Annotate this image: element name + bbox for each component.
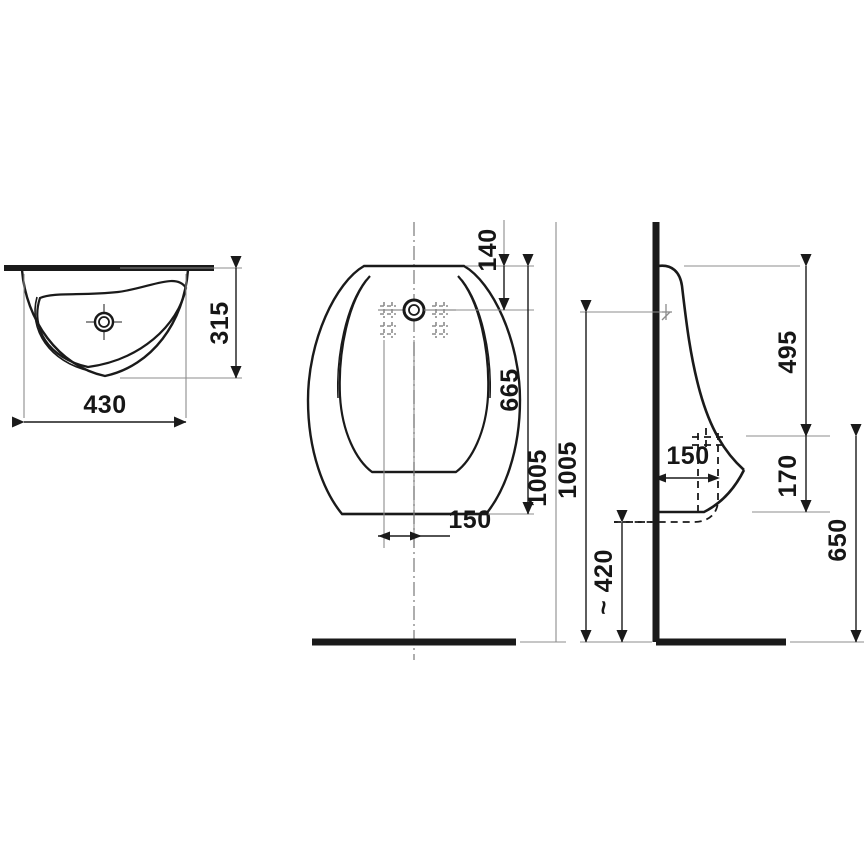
side-dim-label-495: 495 [774, 330, 802, 373]
side-dim-arrow-150-left [654, 473, 666, 483]
front-dim-label-1005: 1005 [524, 449, 552, 507]
plan-dim-label-315: 315 [206, 301, 234, 344]
front-dim-label-665: 665 [496, 368, 524, 411]
front-dim-label-140: 140 [474, 228, 502, 271]
plan-drain-inner-circle [98, 316, 110, 328]
front-dim-label-150: 150 [448, 506, 491, 534]
plan-outer-outline [20, 269, 190, 378]
plan-dim-label-430: 430 [83, 391, 126, 419]
side-lip-profile [658, 469, 746, 514]
front-inlet-inner-circle [408, 304, 420, 316]
side-dim-label-170: 170 [774, 454, 802, 497]
front-view: 150 140 665 1005 [306, 220, 566, 660]
side-dim-label-650: 650 [824, 518, 852, 561]
side-dim-label-420: ~ 420 [590, 549, 618, 615]
front-bowl-edge-left [336, 279, 367, 399]
front-bowl-edge-right [461, 279, 492, 399]
side-view: 150 495 170 650 1005 ~ 420 [554, 222, 864, 646]
plan-bowl-outline [36, 279, 188, 369]
plan-bowl-inner-edge [34, 296, 91, 372]
side-trap-hidden-lines [614, 428, 724, 523]
front-fixing-bolt-left [380, 302, 396, 338]
plan-view: 430 315 [4, 256, 242, 428]
side-dim-label-1005: 1005 [554, 441, 582, 499]
side-body-profile [657, 264, 745, 471]
front-dim-arrow-150-left [378, 531, 390, 541]
front-dim-arrow-150-right [410, 531, 422, 541]
side-dim-arrow-150-right [708, 473, 720, 483]
side-dim-label-150: 150 [666, 442, 709, 470]
